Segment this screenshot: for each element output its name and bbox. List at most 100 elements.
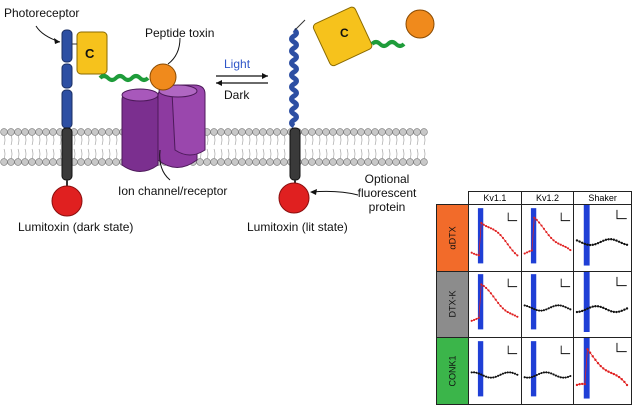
trace-point (559, 375, 562, 379)
trace-point (607, 308, 611, 311)
trace-point (597, 362, 600, 365)
trace-point (494, 375, 497, 378)
cell-conk1-kv12 (520, 337, 575, 405)
trace-point (544, 308, 548, 311)
trace-point (540, 223, 543, 227)
cell-adtx-kv12 (520, 204, 575, 272)
stimulus-bar (530, 340, 536, 396)
chromophore-letter-right: C (340, 26, 349, 40)
trace-point (618, 240, 621, 243)
trace-point (504, 371, 507, 374)
trace-point (542, 227, 545, 230)
trace-point (509, 370, 512, 374)
trace-point (586, 307, 590, 310)
trace-point (513, 251, 517, 254)
trace-point (552, 238, 555, 241)
trace-point (556, 304, 560, 307)
trace-point (564, 245, 567, 248)
trace-point (618, 310, 621, 313)
trace-conk1-kv12 (523, 340, 572, 396)
trace-point (489, 376, 493, 379)
row-label-dtxk: DTX-K (447, 290, 458, 318)
trace-point (626, 383, 629, 387)
trace-point (605, 369, 608, 372)
trace-point (528, 249, 531, 252)
trace-point (516, 373, 519, 376)
trace-point (568, 248, 572, 251)
trace-point (564, 376, 567, 379)
channel-pointer (159, 149, 171, 181)
trace-point (591, 355, 595, 358)
trace-point (477, 253, 480, 256)
results-grid: Kv1.1 Kv1.2 Shaker αDTX DTX-K CONK1 (435, 191, 632, 405)
trace-point (492, 295, 495, 298)
trace-point (623, 308, 626, 311)
trace-point (602, 306, 605, 309)
trace-point (532, 216, 536, 219)
trace-point (594, 304, 597, 307)
trace-point (615, 239, 619, 242)
stimulus-bar (584, 205, 590, 266)
label-photoreceptor: Photoreceptor (4, 6, 80, 20)
trace-point (552, 305, 555, 308)
trace-dtxk-kv12 (523, 274, 572, 330)
trace-dtxk-shaker (576, 271, 629, 333)
trace-point (511, 313, 514, 316)
trace-point (549, 236, 552, 239)
trace-point (594, 243, 597, 246)
trace-point (473, 252, 476, 255)
trace-point (535, 218, 538, 221)
col-header-shaker: Shaker (573, 191, 632, 205)
row-header-dtxk: DTX-K (435, 270, 470, 339)
trace-point (485, 286, 488, 290)
trace-point (605, 307, 608, 310)
trace-point (568, 374, 572, 377)
trace-point (473, 318, 476, 322)
trace-point (586, 243, 590, 246)
trace-point (525, 305, 528, 308)
trace-point (618, 375, 621, 379)
trace-point (525, 376, 528, 379)
trace-point (492, 227, 495, 231)
trace-point (584, 383, 587, 386)
trace-point (513, 372, 517, 375)
trace-point (561, 305, 564, 308)
trace-point (470, 370, 473, 374)
trace-point (581, 309, 584, 312)
trace-point (506, 311, 509, 314)
label-optional-fp: Optional fluorescent protein (352, 172, 422, 214)
trace-point (480, 373, 483, 376)
trace-point (586, 348, 590, 351)
trace-point (511, 371, 514, 374)
trace-point (523, 375, 526, 378)
trace-point (475, 253, 478, 256)
stimulus-bar (584, 271, 590, 333)
trace-point (504, 239, 507, 242)
row-header-conk1: CONK1 (435, 337, 470, 405)
trace-point (528, 305, 531, 309)
trace-conk1-kv11 (470, 340, 519, 396)
trace-point (540, 309, 543, 312)
trace-point (485, 224, 488, 227)
scale-bar (616, 276, 628, 286)
label-ion-channel: Ion channel/receptor (118, 184, 228, 198)
trace-point (554, 374, 557, 377)
trace-point (501, 372, 505, 375)
trace-point (602, 367, 605, 370)
trace-point (487, 225, 490, 228)
stimulus-bar (530, 274, 536, 330)
trace-point (528, 376, 531, 379)
trace-point (594, 358, 597, 362)
trace-point (615, 310, 619, 313)
trace-point (610, 371, 613, 375)
trace-point (564, 306, 567, 309)
scale-bar (560, 278, 570, 288)
trace-point (547, 307, 550, 310)
label-optional-line1: Optional (364, 172, 410, 186)
trace-point (556, 375, 560, 378)
trace-point (482, 284, 485, 288)
trace-point (623, 380, 626, 384)
row-label-conk1: CONK1 (447, 355, 458, 387)
stimulus-bar (477, 274, 484, 330)
